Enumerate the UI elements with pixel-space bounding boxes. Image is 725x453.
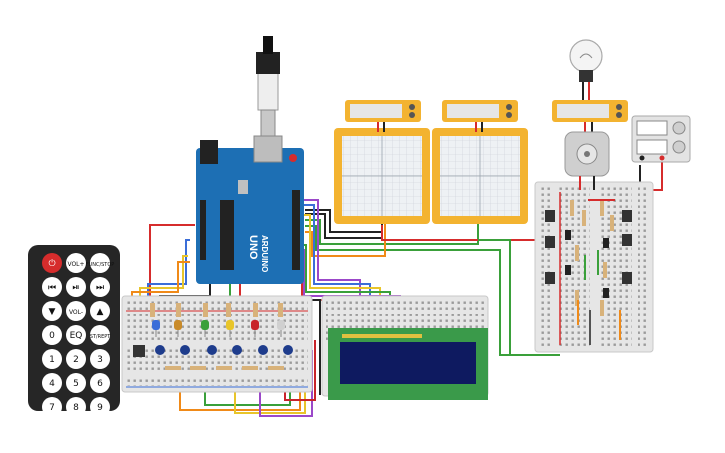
remote-button-label: 3	[97, 355, 103, 365]
remote-button[interactable]: 3	[90, 349, 110, 369]
remote-button[interactable]: ⏻	[42, 253, 62, 273]
remote-button-label: 4	[49, 379, 55, 389]
remote-button[interactable]: EQ	[66, 325, 86, 345]
remote-button[interactable]: 2	[66, 349, 86, 369]
led[interactable]	[226, 320, 234, 337]
ir-remote[interactable]: ⏻ VOL+FUNC/STOP ⏮ ⏯ ⏭ ▼ VOL- ▲ 0 EQ ST/REPT 1 2 3 4 5 6 7…	[28, 245, 120, 417]
remote-button-label: 6	[97, 379, 103, 389]
multimeter-3[interactable]	[552, 100, 628, 122]
led-row[interactable]	[152, 320, 285, 337]
arduino-uno-board[interactable]: ARDUINO UNO	[196, 135, 304, 284]
remote-button-label: EQ	[70, 331, 83, 341]
remote-button-label: 1	[49, 355, 55, 365]
remote-button-label: ▼	[49, 307, 56, 317]
remote-button-label: ⏯	[72, 283, 79, 293]
remote-button[interactable]: ST/REPT	[90, 325, 112, 345]
led[interactable]	[201, 320, 209, 337]
remote-button-label: 7	[49, 403, 55, 413]
remote-button[interactable]: VOL+	[66, 253, 86, 273]
remote-button[interactable]: FUNC/STOP	[86, 253, 115, 273]
led[interactable]	[251, 320, 259, 337]
remote-button[interactable]: 7	[42, 397, 62, 417]
remote-button-label: ▲	[97, 307, 104, 317]
resistor-row-top	[150, 303, 283, 317]
led[interactable]	[152, 320, 160, 337]
led[interactable]	[174, 320, 182, 337]
remote-button[interactable]: 8	[66, 397, 86, 417]
remote-button[interactable]: 1	[42, 349, 62, 369]
remote-button-label: VOL+	[67, 261, 84, 268]
dc-motor[interactable]	[564, 131, 610, 190]
lcd-module	[328, 328, 488, 400]
multimeter-2[interactable]	[442, 100, 518, 122]
remote-button[interactable]: 9	[90, 397, 110, 417]
remote-button-label: VOL-	[69, 309, 83, 316]
remote-button[interactable]: ▲	[90, 301, 110, 321]
remote-button[interactable]: 0	[42, 325, 62, 345]
remote-button[interactable]: 6	[90, 373, 110, 393]
push-button-row[interactable]	[133, 345, 293, 357]
remote-button-label: 8	[73, 403, 79, 413]
remote-button-label: 5	[73, 379, 79, 389]
arduino-brand: ARDUINO	[260, 235, 269, 272]
right-breadboard[interactable]	[534, 181, 654, 353]
oscilloscope-2[interactable]	[432, 128, 528, 224]
remote-button[interactable]: ⏯	[66, 277, 86, 297]
remote-button[interactable]: ▼	[42, 301, 62, 321]
remote-button[interactable]: ⏮	[42, 277, 62, 297]
remote-button-label: 2	[73, 355, 79, 365]
led[interactable]	[277, 320, 285, 337]
remote-button-label: ⏭	[96, 283, 104, 293]
remote-button-label: ⏻	[48, 258, 55, 269]
remote-button[interactable]: ⏭	[90, 277, 110, 297]
remote-button[interactable]: 5	[66, 373, 86, 393]
remote-button-label: ST/REPT	[90, 334, 112, 340]
remote-button-label: 0	[49, 331, 55, 341]
remote-button-label: FUNC/STOP	[86, 262, 115, 268]
remote-button-grid[interactable]: ⏻ VOL+FUNC/STOP ⏮ ⏯ ⏭ ▼ VOL- ▲ 0 EQ ST/REPT 1 2 3 4 5 6 7…	[42, 253, 114, 417]
remote-button-label: 9	[97, 403, 103, 413]
arduino-model: UNO	[247, 235, 259, 260]
resistor-row-bottom	[165, 366, 284, 370]
remote-button-label: ⏮	[48, 283, 56, 293]
oscilloscope-1[interactable]	[334, 128, 430, 224]
remote-button[interactable]: 4	[42, 373, 62, 393]
multimeter-1[interactable]	[345, 100, 421, 122]
remote-button[interactable]: VOL-	[66, 301, 86, 321]
power-supply[interactable]	[631, 115, 691, 163]
light-bulb[interactable]	[569, 39, 603, 100]
